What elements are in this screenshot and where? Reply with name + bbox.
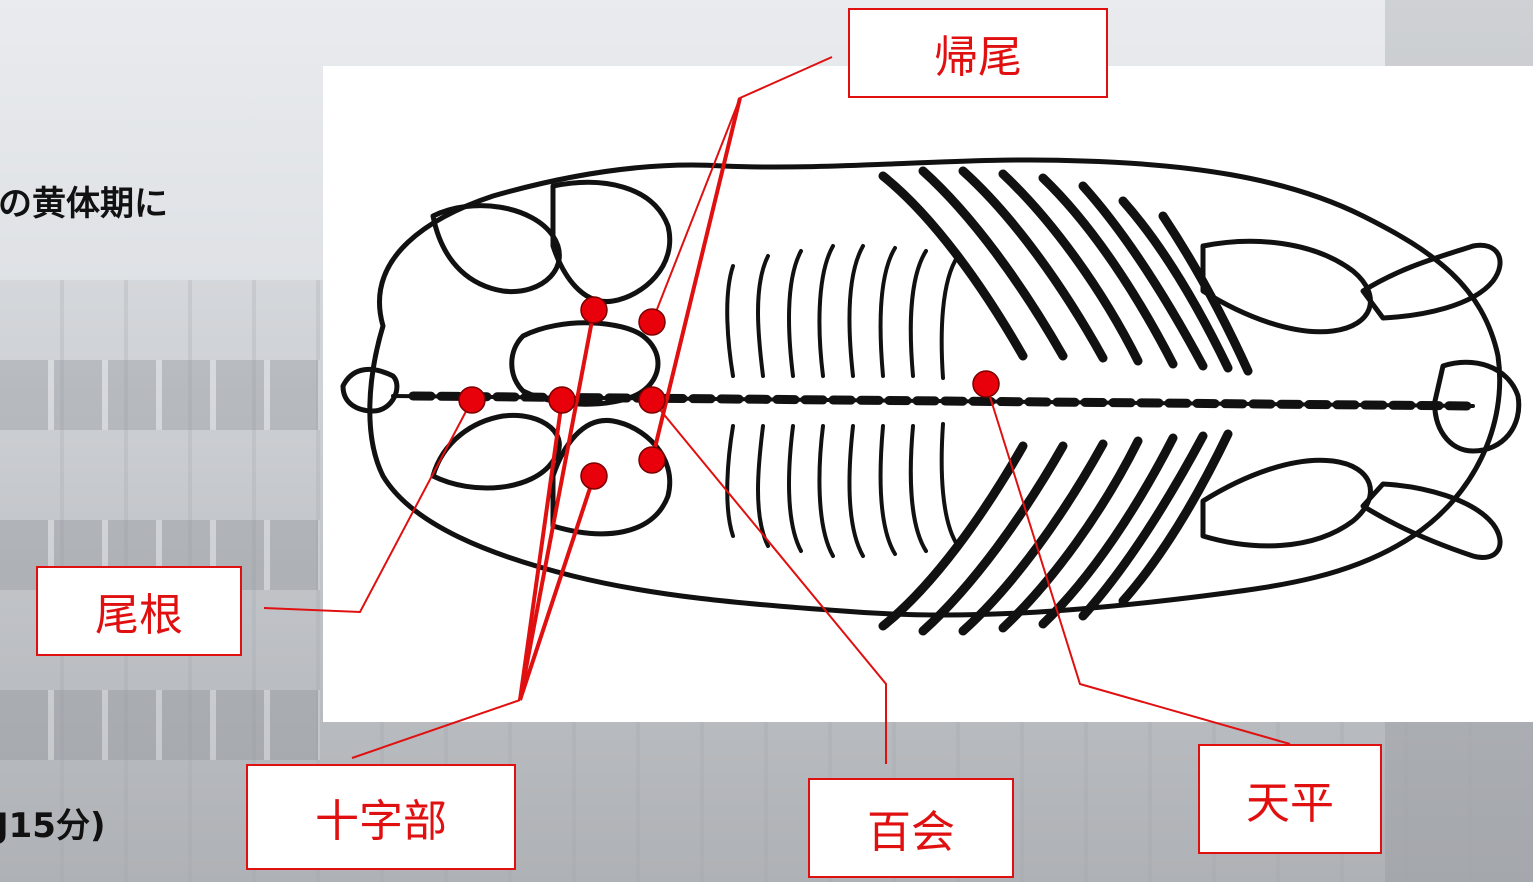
point-tenpei: [973, 371, 999, 397]
point-bikon: [459, 387, 485, 413]
leader-jujibu: [352, 700, 520, 758]
leader-kibi: [652, 57, 832, 322]
point-kibi-lower: [639, 447, 665, 473]
point-jujibu-upper: [581, 297, 607, 323]
label-kibi: 帰尾: [848, 8, 1108, 98]
label-bikon: 尾根: [36, 566, 242, 656]
leader-jujibu-b: [520, 400, 562, 700]
label-tenpei: 天平: [1198, 744, 1382, 854]
point-jujibu-middle: [549, 387, 575, 413]
point-jujibu-lower: [581, 463, 607, 489]
point-kibi-upper: [639, 309, 665, 335]
label-jujibu: 十字部: [246, 764, 516, 870]
leader-kibi-2: [652, 98, 740, 460]
leader-hyakue: [652, 400, 886, 764]
point-hyakue: [639, 387, 665, 413]
label-hyakue: 百会: [808, 778, 1014, 878]
leader-tenpei: [986, 384, 1290, 744]
leader-bikon: [264, 400, 472, 612]
